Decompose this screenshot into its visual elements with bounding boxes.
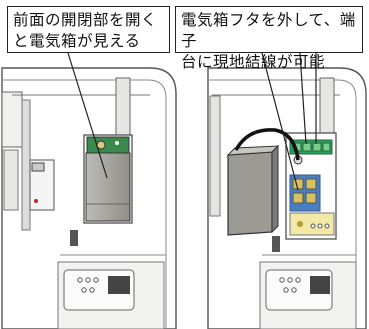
callout-left: 前面の開閉部を開く と電気箱が見える: [7, 6, 170, 53]
callout-left-line2: と電気箱が見える: [13, 32, 141, 50]
callout-right-line1: 電気箱フタを外して、端子: [181, 11, 356, 50]
left-unit-illustration: [1, 52, 177, 329]
callout-right: 電気箱フタを外して、端子 台に現地結線が可能: [175, 6, 363, 71]
callout-left-line1: 前面の開閉部を開く: [13, 11, 158, 29]
callout-right-line2: 台に現地結線が可能: [181, 53, 326, 71]
right-unit-illustration: [207, 52, 367, 329]
